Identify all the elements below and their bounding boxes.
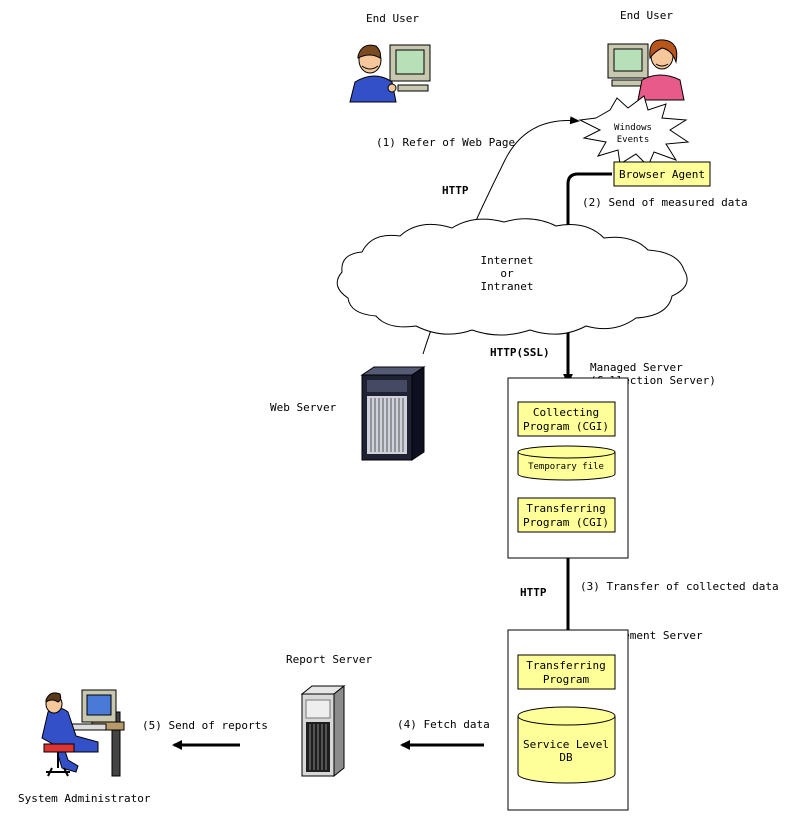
transferring-program-cgi-box bbox=[517, 497, 616, 533]
end-user-left-label: End User bbox=[366, 12, 419, 25]
internet-cloud: Internet or Intranet bbox=[336, 218, 688, 336]
system-administrator-icon bbox=[41, 689, 125, 777]
http-top-label: HTTP bbox=[442, 184, 469, 197]
web-server-label: Web Server bbox=[270, 401, 337, 414]
managed-server-title-1: Managed Server bbox=[590, 361, 683, 374]
step-3-label: (3) Transfer of collected data bbox=[580, 580, 779, 593]
web-server-icon bbox=[360, 366, 426, 461]
service-level-db-cylinder bbox=[517, 706, 616, 784]
send-measured-data-arrow bbox=[563, 172, 612, 384]
end-user-left-icon bbox=[349, 44, 431, 103]
transferring-program-cgi-line1: Transferring bbox=[526, 502, 605, 515]
system-administrator-label: System Administrator bbox=[18, 792, 151, 805]
browser-agent-box bbox=[613, 161, 711, 187]
cloud-line1: Internet bbox=[481, 254, 534, 267]
service-level-db-line2: DB bbox=[559, 751, 573, 764]
temporary-file-label: Temporary file bbox=[528, 462, 604, 472]
collecting-program-box bbox=[517, 401, 616, 437]
windows-events-burst: Windows Events bbox=[578, 95, 690, 167]
report-server-icon bbox=[300, 684, 346, 778]
temporary-file-cylinder bbox=[517, 445, 616, 481]
collecting-program-line2: Program (CGI) bbox=[523, 420, 609, 433]
events-line2: Events bbox=[617, 135, 650, 145]
end-user-right-icon bbox=[607, 39, 685, 101]
http-bottom-label: HTTP bbox=[520, 586, 547, 599]
step-2-label: (2) Send of measured data bbox=[582, 196, 748, 209]
transferring-program-line2: Program bbox=[543, 673, 590, 686]
events-line1: Windows bbox=[614, 123, 652, 133]
transferring-program-cgi-line2: Program (CGI) bbox=[523, 516, 609, 529]
report-server-label: Report Server bbox=[286, 653, 372, 666]
cloud-line3: Intranet bbox=[481, 280, 534, 293]
cloud-line2: or bbox=[500, 267, 514, 280]
step-5-label: (5) Send of reports bbox=[142, 719, 268, 732]
end-user-right-label: End User bbox=[620, 9, 673, 22]
browser-agent-label: Browser Agent bbox=[619, 168, 705, 181]
step-1-label: (1) Refer of Web Page bbox=[376, 136, 515, 149]
transferring-program-box bbox=[517, 654, 616, 690]
http-ssl-label: HTTP(SSL) bbox=[490, 346, 550, 359]
service-level-db-line1: Service Level bbox=[523, 738, 609, 751]
collecting-program-line1: Collecting bbox=[533, 406, 599, 419]
step-4-label: (4) Fetch data bbox=[397, 718, 490, 731]
transferring-program-line1: Transferring bbox=[526, 659, 605, 672]
